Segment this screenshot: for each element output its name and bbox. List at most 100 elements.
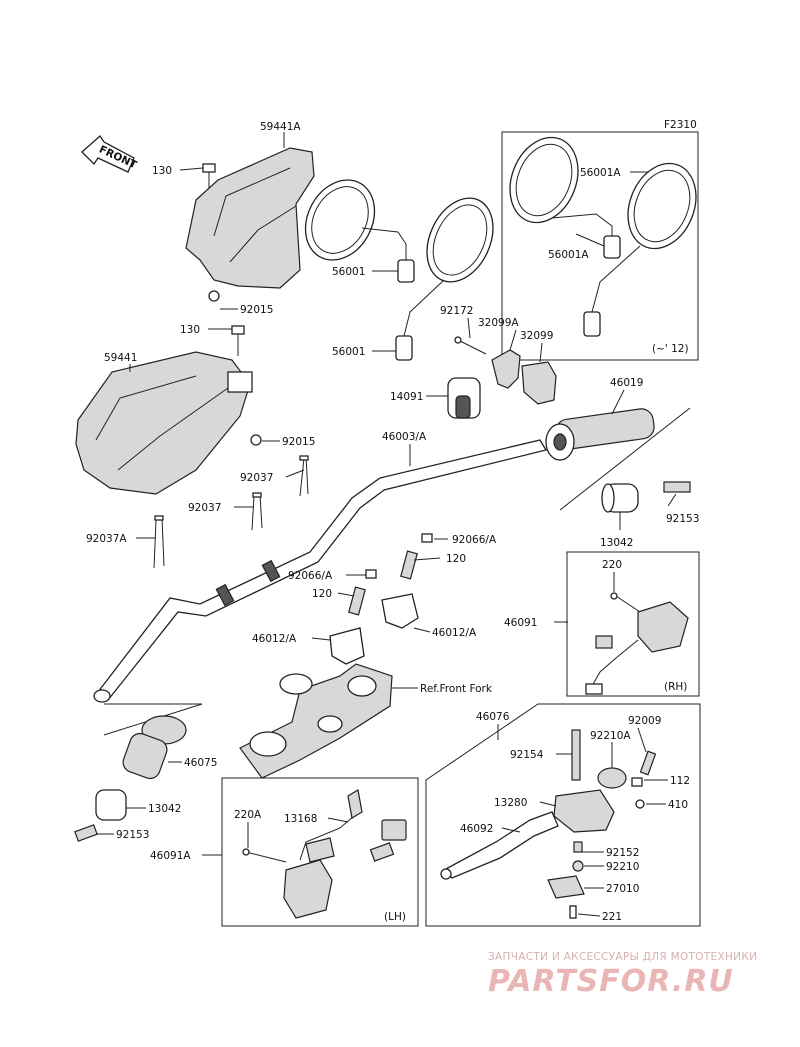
bracket-92037-a	[299, 455, 309, 497]
label-130-upper: 130	[152, 165, 172, 177]
mirror-56001A-left	[509, 136, 621, 259]
clamp-46012A-left	[329, 627, 365, 665]
switch-46091A-lh	[242, 789, 407, 919]
label-92009: 92009	[628, 715, 661, 727]
label-56001-b: 56001	[332, 346, 365, 358]
label-46075: 46075	[184, 757, 217, 769]
label-92015-upper: 92015	[240, 304, 273, 316]
nut-92015-lower	[250, 434, 262, 446]
label-220: 220	[602, 559, 622, 571]
bolt-120-upper	[400, 550, 418, 580]
bolt-92009	[639, 750, 657, 776]
handlebar-46003A	[93, 439, 548, 703]
fork-triple-clamp	[239, 663, 393, 779]
label-46076: 46076	[476, 711, 510, 723]
label-220A: 220A	[234, 809, 262, 821]
label-59441: 59441	[104, 352, 137, 364]
label-13168: 13168	[284, 813, 317, 825]
nut-92015-upper	[208, 290, 220, 302]
washer-410	[635, 799, 645, 809]
label-92153-left: 92153	[116, 829, 149, 841]
mirror-56001A-right	[583, 162, 697, 337]
label-92154: 92154	[510, 749, 544, 761]
label-13280: 13280	[494, 797, 527, 809]
screw-221	[569, 905, 577, 919]
screw-92153-right	[663, 481, 691, 493]
mirror-56001-b	[395, 197, 494, 361]
label-46003A: 46003/A	[382, 431, 427, 443]
lh-switch-frame	[221, 777, 419, 927]
switch-27010	[547, 875, 585, 899]
label-13042-left: 13042	[148, 803, 181, 815]
label-92066A-upper: 92066/A	[452, 534, 497, 546]
lever-46092	[442, 811, 559, 879]
leader-lines	[96, 132, 677, 917]
label-rh: (RH)	[664, 681, 687, 693]
label-130-lower: 130	[180, 324, 200, 336]
label-13042-right: 13042	[600, 537, 633, 549]
label-46091: 46091	[504, 617, 537, 629]
label-46092: 46092	[460, 823, 493, 835]
bar-end-weight-13042-left	[95, 789, 127, 821]
diagram-code: F2310	[664, 119, 697, 131]
bolt-92154	[571, 729, 581, 781]
label-46091A: 46091A	[150, 850, 191, 862]
bracket-92037-b	[251, 492, 263, 531]
label-120-lower: 120	[312, 588, 332, 600]
label-32099: 32099	[520, 330, 553, 342]
screw-112	[631, 777, 643, 787]
label-46012A-left: 46012/A	[252, 633, 297, 645]
label-46019: 46019	[610, 377, 643, 389]
label-56001A-left: 56001A	[548, 249, 589, 261]
label-ref-front-fork: Ref.Front Fork	[420, 683, 493, 695]
grip-46075	[122, 715, 187, 780]
label-92037A: 92037A	[86, 533, 127, 545]
label-32099A: 32099A	[478, 317, 519, 329]
cover-92210A	[597, 767, 627, 789]
label-92037-b: 92037	[188, 502, 221, 514]
nut-92210	[572, 860, 584, 872]
label-92015-lower: 92015	[282, 436, 315, 448]
label-46012A-right: 46012/A	[432, 627, 477, 639]
label-410: 410	[668, 799, 688, 811]
front-arrow-icon: FRONT	[81, 135, 139, 173]
handguard-left	[75, 351, 253, 495]
watermark-logo: PARTSFOR.RU	[488, 964, 734, 999]
housing-32099A	[491, 349, 521, 389]
bolt-130-lower	[231, 325, 245, 356]
label-56001A-right: 56001A	[580, 167, 621, 179]
mirror-variant-frame	[501, 131, 699, 361]
grip-46019	[545, 408, 655, 461]
washer-92066A-upper	[421, 533, 433, 543]
label-14091: 14091	[390, 391, 423, 403]
lever-assembly-46076	[440, 729, 657, 919]
label-27010: 27010	[606, 883, 639, 895]
screw-92152	[573, 841, 583, 853]
label-92037-a: 92037	[240, 472, 273, 484]
switch-46091-rh	[585, 592, 689, 695]
clamp-46012A-right	[381, 593, 419, 629]
lever-group-frame	[425, 703, 701, 927]
label-59441A: 59441A	[260, 121, 301, 133]
rh-switch-frame	[566, 551, 700, 697]
label-92153-right: 92153	[666, 513, 699, 525]
label-92172: 92172	[440, 305, 473, 317]
housing-32099	[521, 361, 557, 405]
bracket-92037A	[153, 515, 165, 569]
washer-92066A-lower	[365, 569, 377, 579]
bar-end-weight-13042-right	[601, 483, 639, 513]
screw-92153-left	[74, 824, 98, 842]
bolt-120-lower	[348, 586, 366, 616]
part-14091	[447, 377, 481, 419]
label-92152: 92152	[606, 847, 639, 859]
holder-13280	[553, 789, 615, 833]
label-112: 112	[670, 775, 690, 787]
label-model-year: (~' 12)	[652, 343, 689, 355]
screw-92172	[454, 336, 487, 355]
label-92210A: 92210A	[590, 730, 631, 742]
label-221: 221	[602, 911, 622, 923]
mirror-56001-a	[304, 179, 415, 283]
label-56001-a: 56001	[332, 266, 365, 278]
label-92210: 92210	[606, 861, 639, 873]
